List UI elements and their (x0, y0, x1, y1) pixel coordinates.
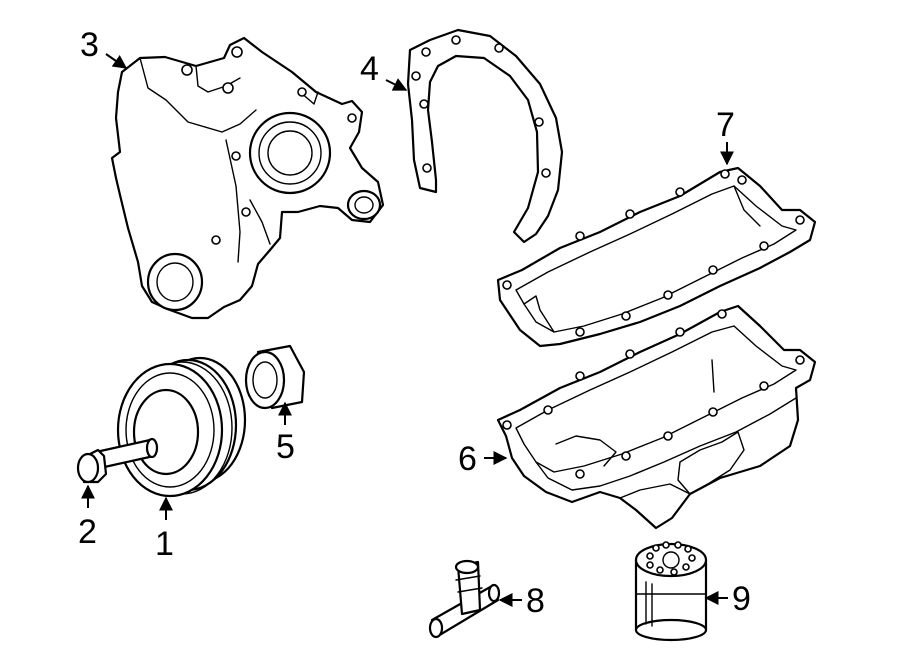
timing-cover (110, 36, 385, 320)
timing-cover-gasket (406, 28, 564, 244)
crankshaft-pulley (116, 356, 247, 498)
callout-7: 7 (716, 106, 735, 144)
callout-9: 9 (732, 580, 751, 618)
callout-1: 1 (155, 525, 174, 563)
callout-labels: 1 2 3 4 5 6 7 8 9 (78, 26, 751, 620)
leader-lines (81, 53, 734, 607)
callout-6: 6 (458, 440, 477, 478)
callout-5: 5 (276, 428, 295, 466)
leader-3 (105, 53, 128, 69)
leader-4 (385, 78, 408, 91)
callout-3: 3 (80, 26, 99, 64)
callout-8: 8 (526, 582, 545, 620)
callout-4: 4 (360, 50, 379, 88)
front-seal (244, 344, 306, 410)
oil-line-fitting (428, 559, 501, 639)
oil-pan (496, 304, 817, 530)
pulley-bolt (76, 437, 159, 484)
oil-pan-gasket (496, 166, 817, 348)
callout-2: 2 (78, 513, 97, 551)
oil-filter (634, 541, 708, 642)
